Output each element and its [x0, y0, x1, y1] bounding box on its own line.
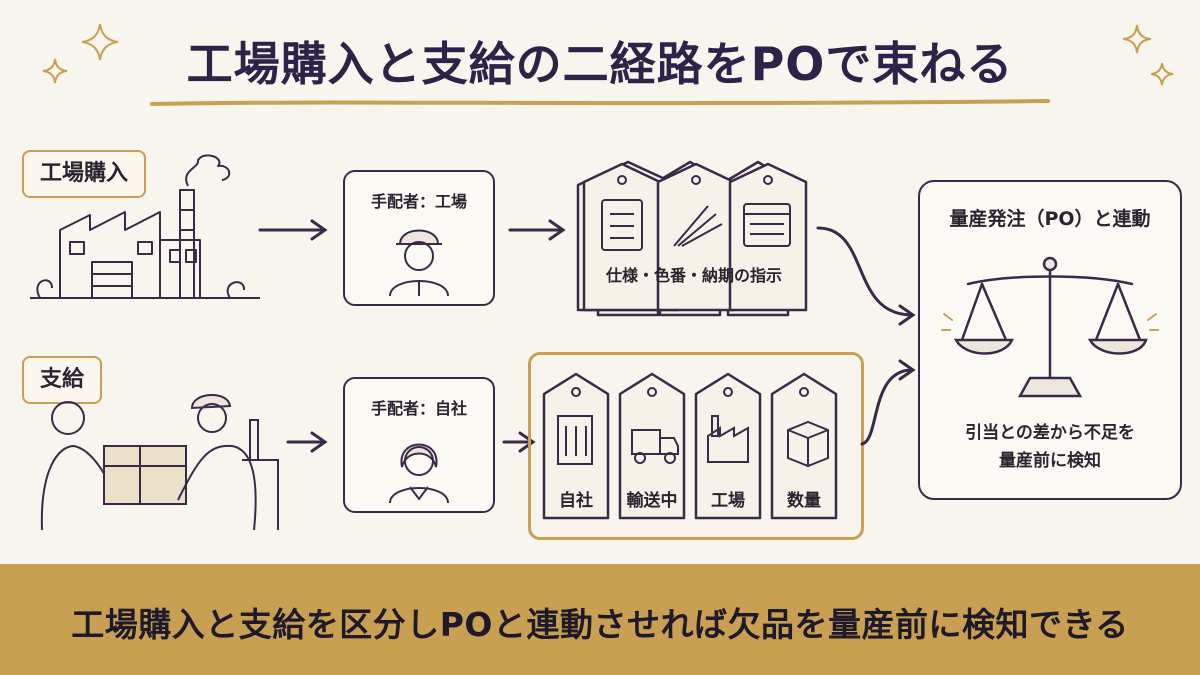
supply-tag-label: 自社: [559, 491, 593, 511]
supply-tag-label: 工場: [711, 491, 745, 511]
footer-banner: 工場購入と支給を区分しPOと連動させれば欠品を量産前に検知できる: [0, 564, 1200, 675]
route-label-factory: 工場購入: [22, 150, 147, 198]
calendar-icon: [743, 203, 791, 247]
route-label-supply: 支給: [22, 356, 103, 404]
building-icon: [557, 415, 593, 465]
sparkle-icon: [1122, 24, 1152, 54]
supply-tags-frame: [528, 352, 864, 540]
handover-illustration: [40, 393, 279, 531]
arranger-label: 手配者：工場: [370, 192, 467, 211]
arrow-icon: [258, 219, 328, 241]
title-underline: [150, 99, 1050, 106]
instruction-text: 仕様・色番・納期の指示: [605, 266, 782, 285]
po-description-line2: 量産前に検知: [999, 451, 1101, 471]
po-title: 量産発注（PO）と連動: [949, 208, 1151, 230]
po-card: 量産発注（PO）と連動 引当との差から不足を 量産前に検知: [918, 180, 1182, 500]
supply-tag-label: 輸送中: [626, 491, 678, 511]
sparkle-icon: [42, 58, 68, 84]
page-title: 工場購入と支給の二経路をPOで束ねる: [186, 37, 1014, 91]
sparkle-icon: [1150, 62, 1174, 86]
supply-tags: [542, 372, 838, 520]
worker-avatar-icon: [389, 229, 449, 297]
balance-scale-icon: [941, 256, 1159, 398]
po-description-line1: 引当との差から不足を: [965, 423, 1135, 443]
sparkle-icon: [81, 23, 119, 61]
arranger-card-supply: 手配者：自社: [343, 377, 495, 513]
instruction-tags: [576, 160, 808, 317]
arrow-icon: [286, 431, 328, 453]
footer-message: 工場購入と支給を区分しPOと連動させれば欠品を量産前に検知できる: [71, 605, 1129, 644]
arranger-card-factory: 手配者：工場: [343, 170, 495, 306]
arrow-icon: [508, 219, 566, 241]
arranger-label: 手配者：自社: [370, 399, 467, 418]
staff-avatar-icon: [389, 443, 449, 504]
color-swatch-icon: [673, 205, 723, 247]
arrow-icon: [502, 431, 536, 453]
truck-icon: [631, 429, 661, 455]
box-icon: [787, 420, 829, 468]
clipboard-icon: [601, 199, 643, 251]
factory-illustration: [30, 154, 260, 299]
supply-tag-label: 数量: [787, 491, 821, 511]
